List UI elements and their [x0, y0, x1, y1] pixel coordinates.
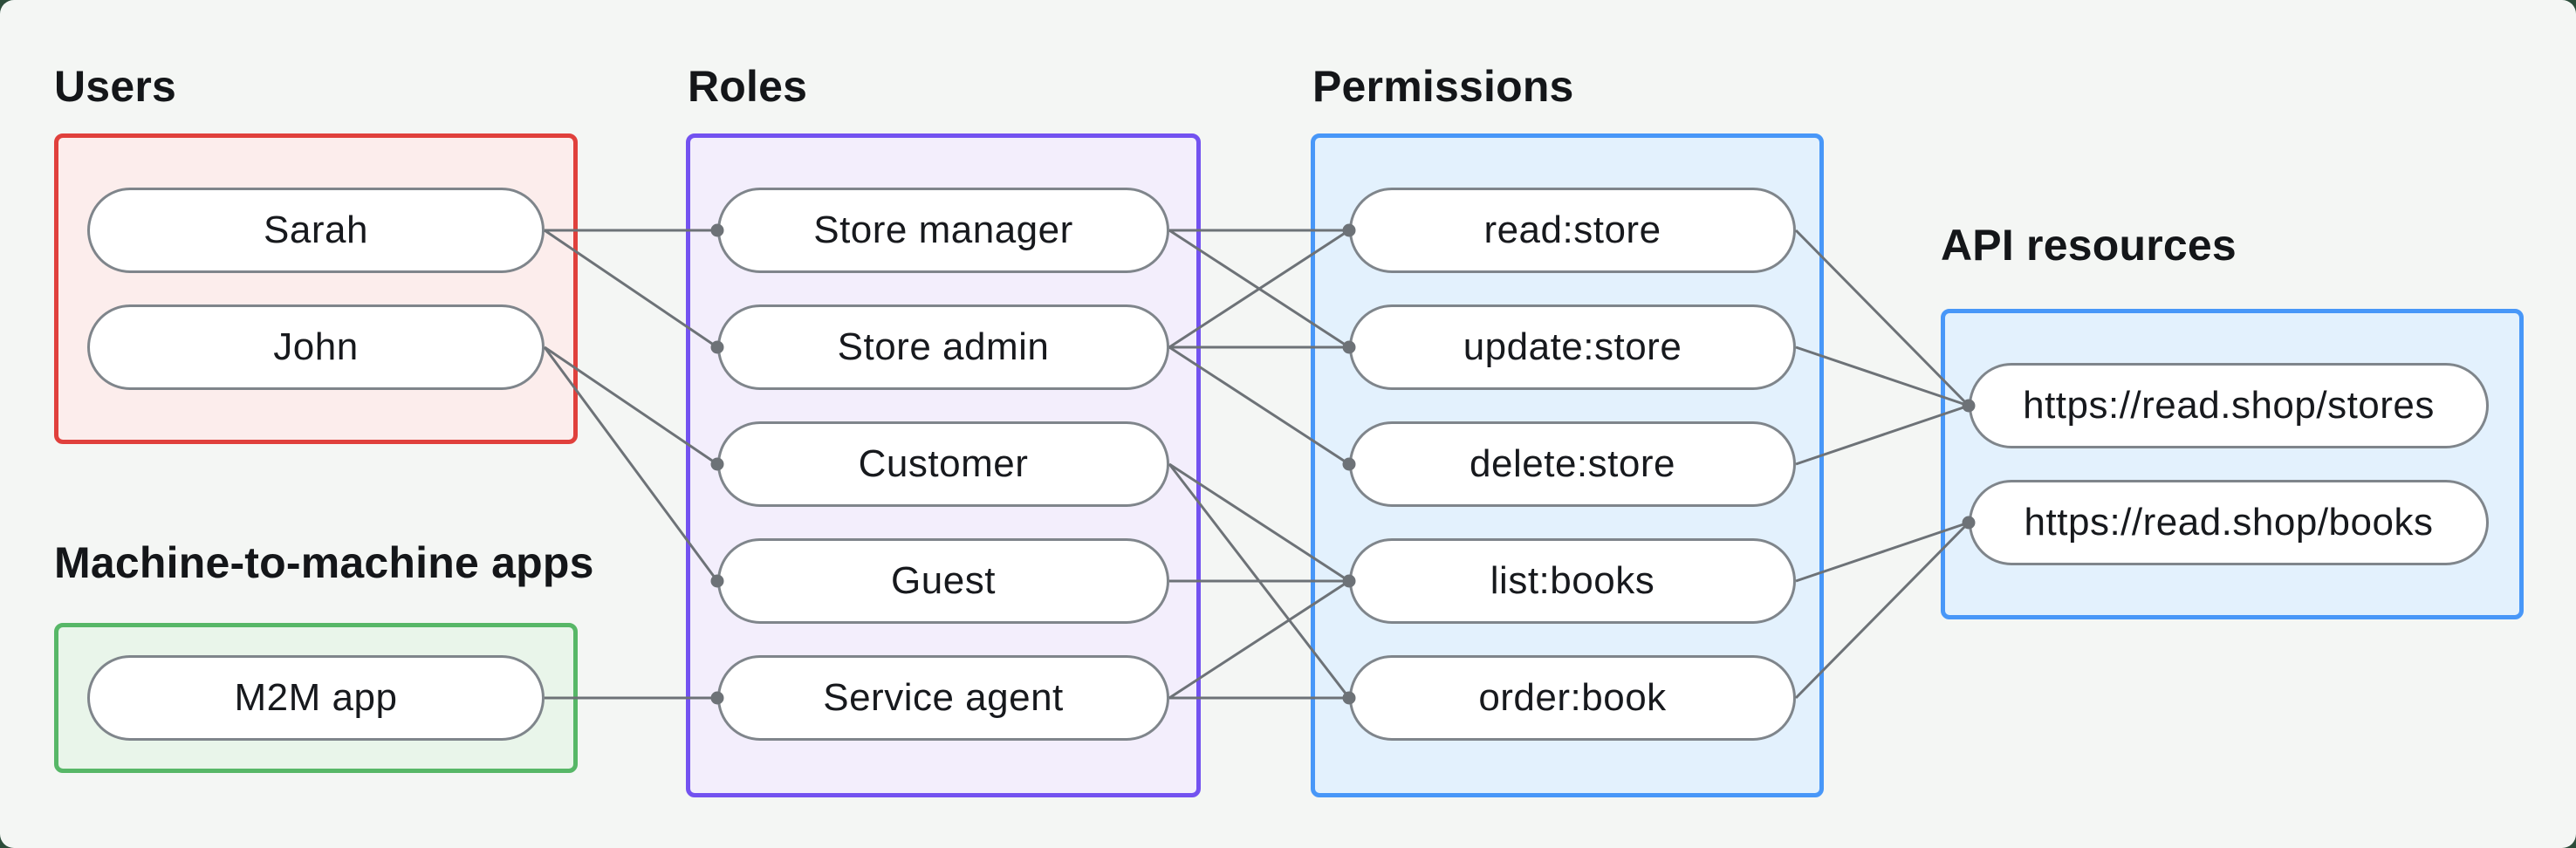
node-sarah: Sarah [87, 188, 545, 273]
node-books: https://read.shop/books [1969, 480, 2489, 565]
node-label-customer: Customer [858, 442, 1029, 485]
group-label-permissions: Permissions [1312, 62, 1574, 111]
node-label-update-store: update:store [1463, 325, 1682, 368]
group-label-roles: Roles [688, 62, 808, 111]
node-guest: Guest [717, 538, 1169, 624]
node-john: John [87, 304, 545, 390]
node-m2m-app: M2M app [87, 655, 545, 741]
group-label-m2m: Machine-to-machine apps [54, 538, 594, 587]
node-label-read-store: read:store [1483, 209, 1661, 251]
node-label-guest: Guest [891, 559, 996, 602]
node-store-admin: Store admin [717, 304, 1169, 390]
node-read-store: read:store [1349, 188, 1796, 273]
node-label-m2m-app: M2M app [234, 676, 398, 719]
node-service-agent: Service agent [717, 655, 1169, 741]
node-label-delete-store: delete:store [1470, 442, 1675, 485]
node-delete-store: delete:store [1349, 421, 1796, 507]
node-order-book: order:book [1349, 655, 1796, 741]
group-label-api: API resources [1941, 221, 2237, 270]
node-label-books: https://read.shop/books [2024, 501, 2434, 544]
node-label-store-admin: Store admin [837, 325, 1050, 368]
node-stores: https://read.shop/stores [1969, 363, 2489, 448]
node-customer: Customer [717, 421, 1169, 507]
node-label-sarah: Sarah [264, 209, 368, 251]
node-label-stores: https://read.shop/stores [2023, 384, 2435, 427]
node-store-manager: Store manager [717, 188, 1169, 273]
node-update-store: update:store [1349, 304, 1796, 390]
node-list-books: list:books [1349, 538, 1796, 624]
node-label-store-manager: Store manager [813, 209, 1073, 251]
node-label-order-book: order:book [1478, 676, 1667, 719]
group-box-users [54, 133, 578, 444]
node-label-list-books: list:books [1490, 559, 1655, 602]
group-label-users: Users [54, 62, 176, 111]
node-label-service-agent: Service agent [823, 676, 1064, 719]
group-box-api [1941, 309, 2524, 619]
node-label-john: John [273, 325, 359, 368]
